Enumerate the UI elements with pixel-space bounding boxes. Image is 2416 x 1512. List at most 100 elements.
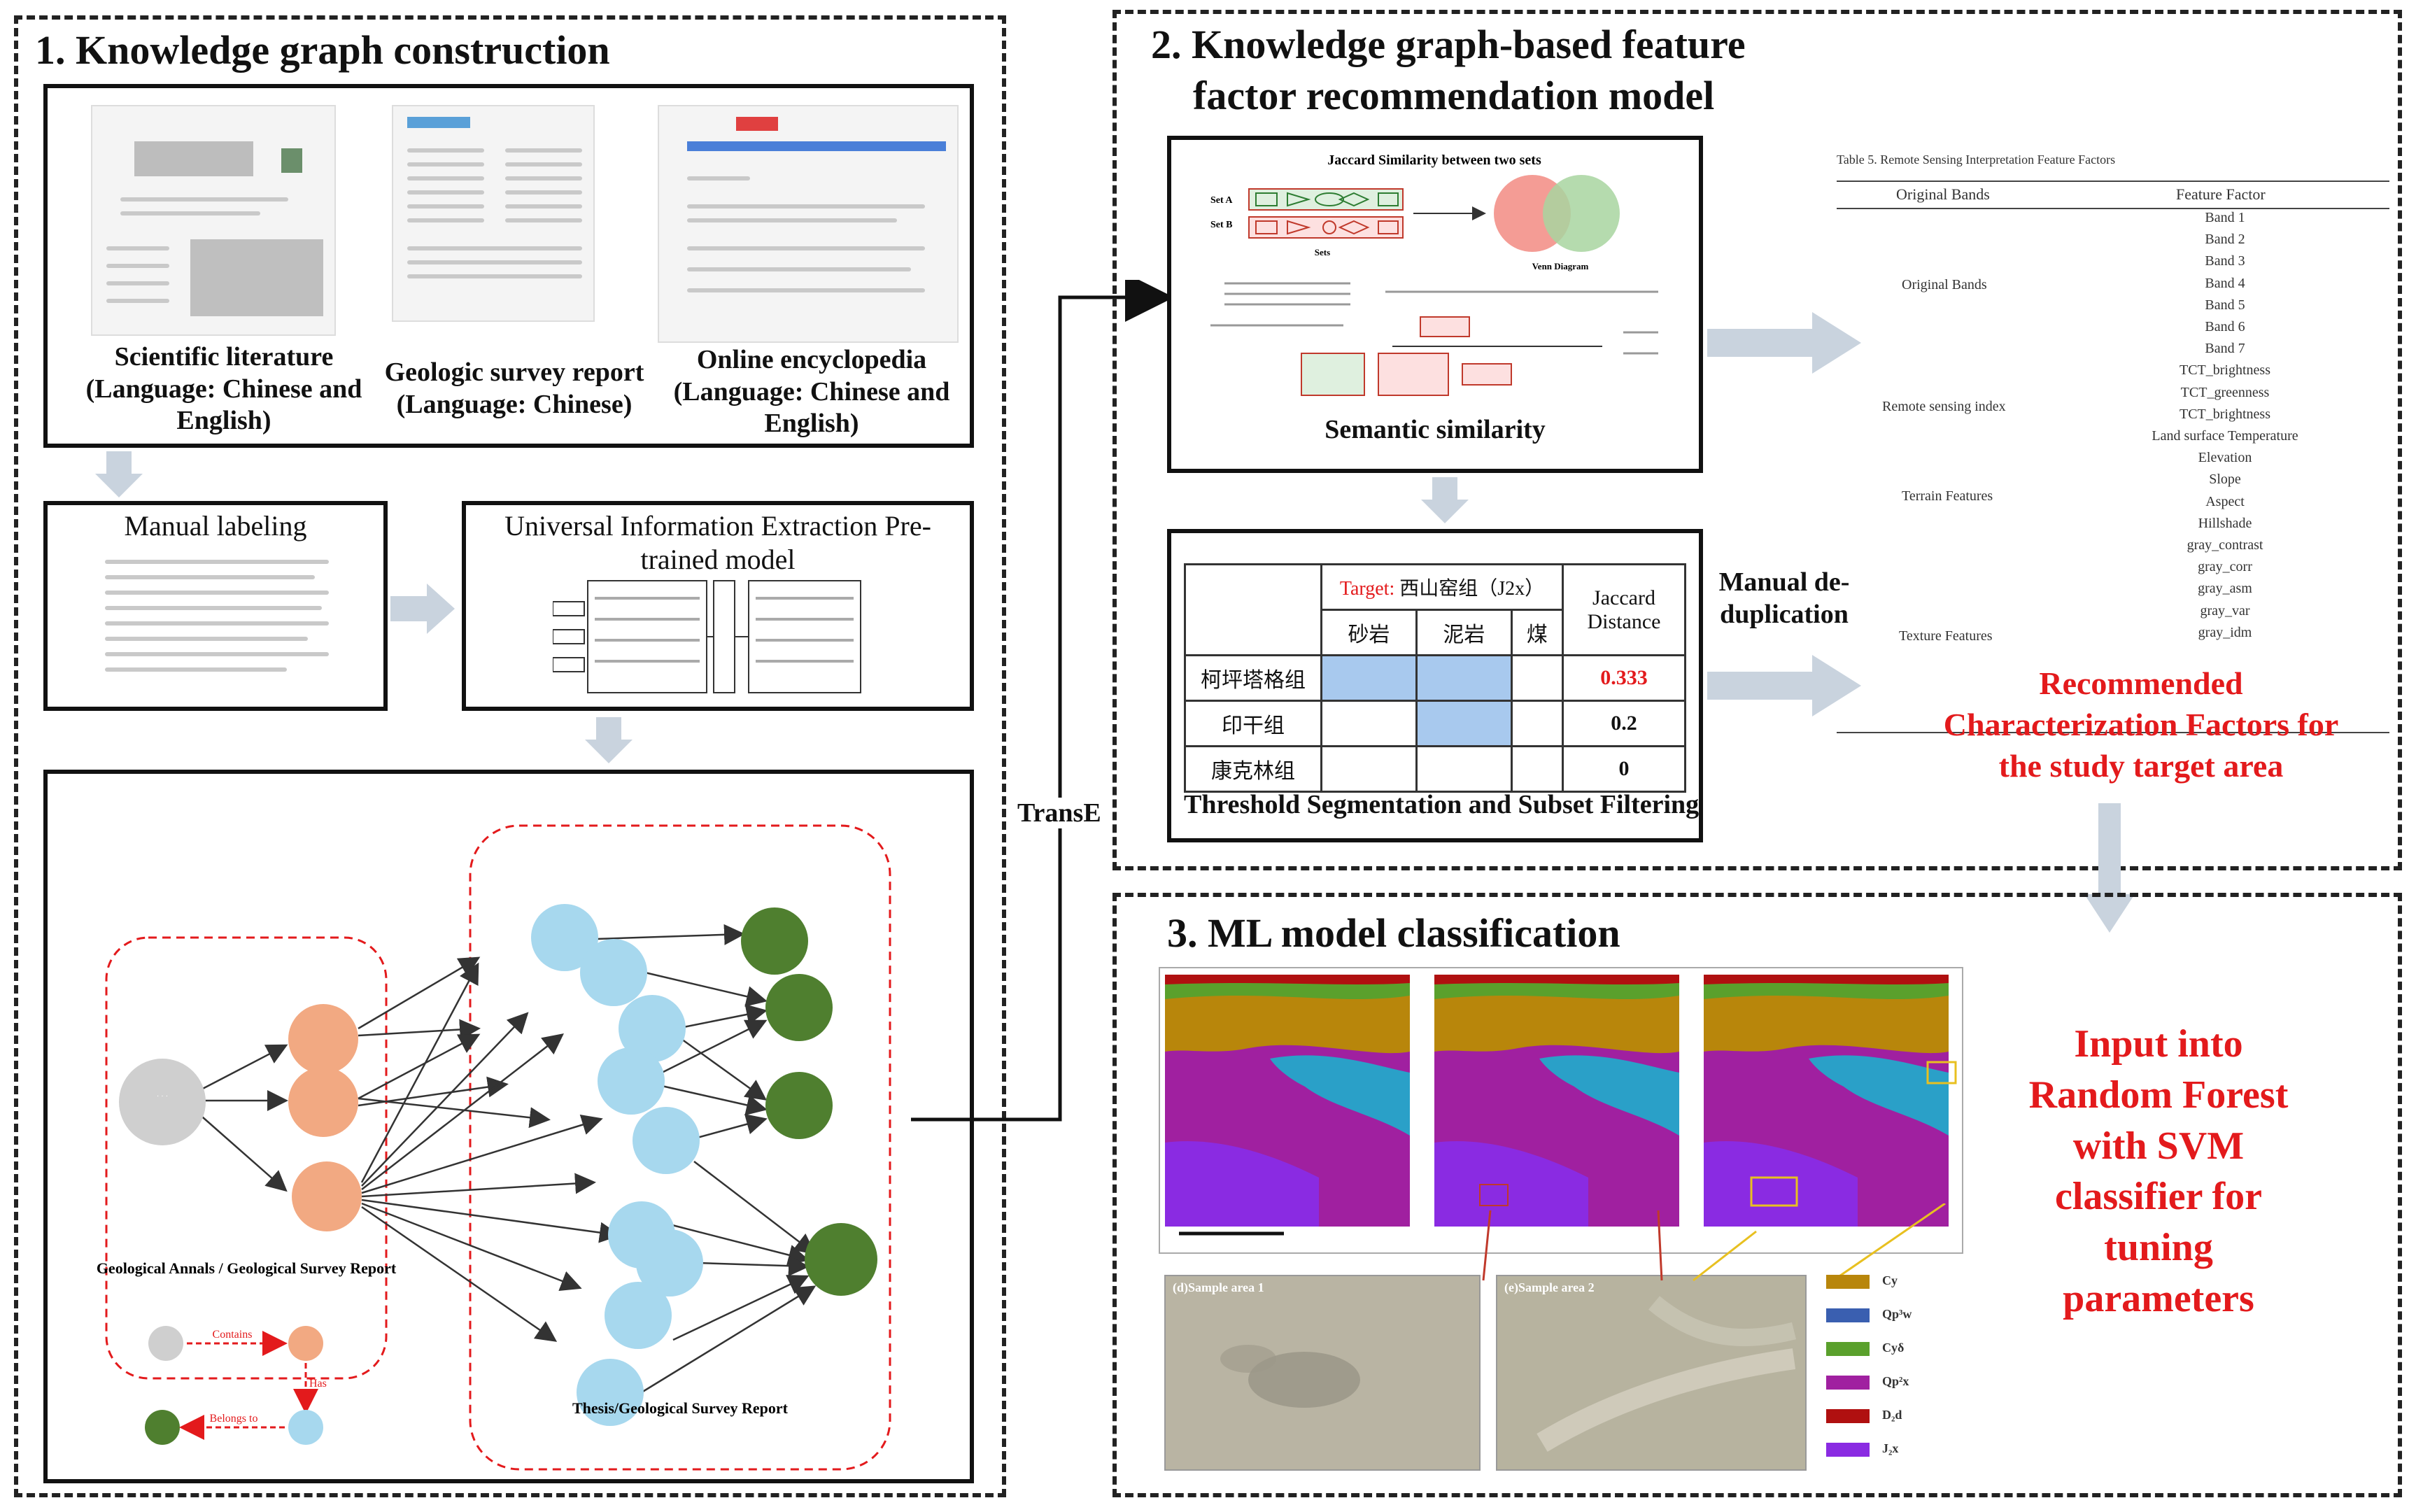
feature-table-rule-top	[1837, 181, 2389, 182]
jaccard-title: Jaccard Similarity between two sets	[1327, 153, 1541, 168]
feature-factor: Slope	[2209, 472, 2241, 488]
sample-area-2-label: (e)Sample area 2	[1504, 1280, 1595, 1294]
feature-factor: Band 3	[2205, 253, 2245, 269]
feature-table-rule-bottom	[1837, 732, 2389, 733]
uie-schema-diagram	[553, 580, 861, 693]
kg-legend-contains: Contains	[213, 1329, 253, 1341]
feature-factor: Band 2	[2205, 232, 2245, 248]
feature-factor: gray_idm	[2198, 624, 2252, 640]
manual-labeling-label: Manual labeling	[124, 510, 307, 542]
feature-factor: gray_asm	[2198, 581, 2252, 597]
feature-group: Terrain Features	[1902, 488, 1993, 504]
feature-factor: Band 7	[2205, 341, 2245, 357]
panel2-title-line1: 2. Knowledge graph-based feature	[1151, 22, 1746, 67]
feature-factor: Band 1	[2205, 210, 2245, 225]
row-distance: 0	[1562, 745, 1686, 793]
sets-label: Sets	[1315, 247, 1330, 257]
arrow-right-labeling	[390, 584, 455, 634]
feature-table-col1: Original Bands	[1896, 185, 1990, 203]
feature-factor: gray_var	[2200, 602, 2250, 619]
feature-table-caption: Table 5. Remote Sensing Interpretation F…	[1837, 153, 2116, 167]
screenshot-geologic-survey-report	[392, 105, 595, 322]
legend-swatch	[1826, 1409, 1870, 1423]
kg-legend-belongs: Belongs to	[210, 1413, 258, 1425]
set-b-label: Set B	[1210, 220, 1233, 230]
legend-label: J₂x	[1882, 1441, 1899, 1455]
feature-factor: TCT_brightness	[2180, 406, 2270, 422]
arrow-down-uie	[585, 717, 633, 763]
panel-ml-classification	[1112, 893, 2402, 1497]
transE-label: TransE	[1015, 798, 1104, 828]
panel3-title: 3. ML model classification	[1167, 910, 1620, 956]
feature-factor: Land surface Temperature	[2152, 428, 2298, 444]
threshold-caption: Threshold Segmentation and Subset Filter…	[1184, 790, 1700, 819]
arrow-down-sources	[95, 451, 143, 497]
feature-factor: TCT_greenness	[2180, 384, 2270, 400]
input-random-forest-label: Input into Random Forest with SVM classi…	[2028, 1022, 2289, 1320]
legend-swatch	[1826, 1308, 1870, 1322]
legend-label: Cy	[1882, 1273, 1898, 1287]
jaccard-illustration: Jaccard Similarity between two sets Set …	[1210, 153, 1658, 396]
feature-factor: TCT_brightness	[2180, 362, 2270, 379]
panel-kg-construction	[14, 15, 1006, 1497]
feature-factor: gray_contrast	[2187, 537, 2263, 553]
arrow-down-semantic	[1421, 477, 1469, 523]
kg-left-group-label: Geological Annals / Geological Survey Re…	[97, 1259, 397, 1277]
feature-factor: gray_corr	[2198, 559, 2252, 575]
row-name: 康克林组	[1184, 745, 1322, 793]
kg-right-group-label: Thesis/Geological Survey Report	[572, 1399, 789, 1417]
uie-model-label: Universal Information Extraction Pre-tra…	[504, 510, 931, 575]
feature-factor: Band 6	[2205, 319, 2245, 334]
jaccard-distance-header: Jaccard Distance	[1562, 563, 1686, 656]
panel1-title: 1. Knowledge graph construction	[35, 27, 610, 73]
feature-factor: Elevation	[2198, 450, 2252, 466]
col-mudstone: 泥岩	[1415, 609, 1513, 656]
arrow-down-recommended	[2084, 803, 2135, 933]
target-label: Target:	[1339, 578, 1395, 600]
target-name: 西山窑组（J2x）	[1399, 578, 1545, 600]
arrow-right-semantic	[1707, 312, 1861, 374]
recommended-factors-label: Recommended Characterization Factors for…	[1943, 665, 2339, 784]
zoom-connector-lines	[1482, 1203, 1946, 1282]
legend-swatch	[1826, 1443, 1870, 1457]
feature-table-rule-mid	[1837, 208, 2389, 209]
feature-factor: Band 4	[2205, 275, 2245, 291]
manual-dedup-label: Manual de-duplication	[1718, 567, 1850, 629]
legend-swatch	[1826, 1342, 1870, 1356]
caption-scientific-literature: Scientific literature (Language: Chinese…	[85, 342, 362, 436]
sample-photo-details	[1220, 1296, 1797, 1452]
classification-maps	[1165, 975, 1957, 1236]
knowledge-graph: · · · Geological Annals / Geological Sur…	[97, 824, 891, 1471]
feature-group: Texture Features	[1899, 628, 1993, 644]
row-distance: 0.2	[1562, 700, 1686, 747]
legend-swatch	[1826, 1376, 1870, 1390]
row-name: 柯坪塔格组	[1184, 654, 1322, 702]
svg-text:· · ·: · · ·	[157, 1092, 169, 1101]
feature-factor: Aspect	[2205, 493, 2245, 509]
legend-swatch	[1826, 1275, 1870, 1289]
legend-label: D₂d	[1882, 1408, 1902, 1422]
feature-group: Remote sensing index	[1882, 399, 2006, 414]
panel-feature-recommendation	[1112, 10, 2402, 870]
caption-geologic-survey-report: Geologic survey report (Language: Chines…	[384, 358, 644, 419]
feature-table-col2: Feature Factor	[2176, 185, 2266, 203]
col-coal: 煤	[1510, 609, 1564, 656]
caption-online-encyclopedia: Online encyclopedia (Language: Chinese a…	[673, 345, 950, 439]
kg-legend-has: Has	[309, 1378, 327, 1390]
screenshot-scientific-literature	[91, 105, 336, 336]
set-a-label: Set A	[1210, 195, 1233, 206]
feature-factor: Hillshade	[2198, 515, 2252, 531]
feature-group: Original Bands	[1902, 277, 1987, 292]
arrow-right-threshold	[1707, 655, 1861, 716]
semantic-similarity-label: Semantic similarity	[1324, 415, 1546, 444]
jaccard-table: Target: 西山窑组（J2x） Jaccard Distance 砂岩 泥岩…	[1184, 563, 1686, 793]
legend-label: Qp³w	[1882, 1307, 1912, 1321]
sample-area-1-label: (d)Sample area 1	[1173, 1280, 1264, 1294]
screenshot-online-encyclopedia	[658, 105, 959, 343]
legend-label: Qp²x	[1882, 1374, 1909, 1388]
panel2-title-line2: factor recommendation model	[1193, 73, 1715, 118]
row-distance: 0.333	[1562, 654, 1686, 702]
row-name: 印干组	[1184, 700, 1322, 747]
col-sandstone: 砂岩	[1320, 609, 1418, 656]
